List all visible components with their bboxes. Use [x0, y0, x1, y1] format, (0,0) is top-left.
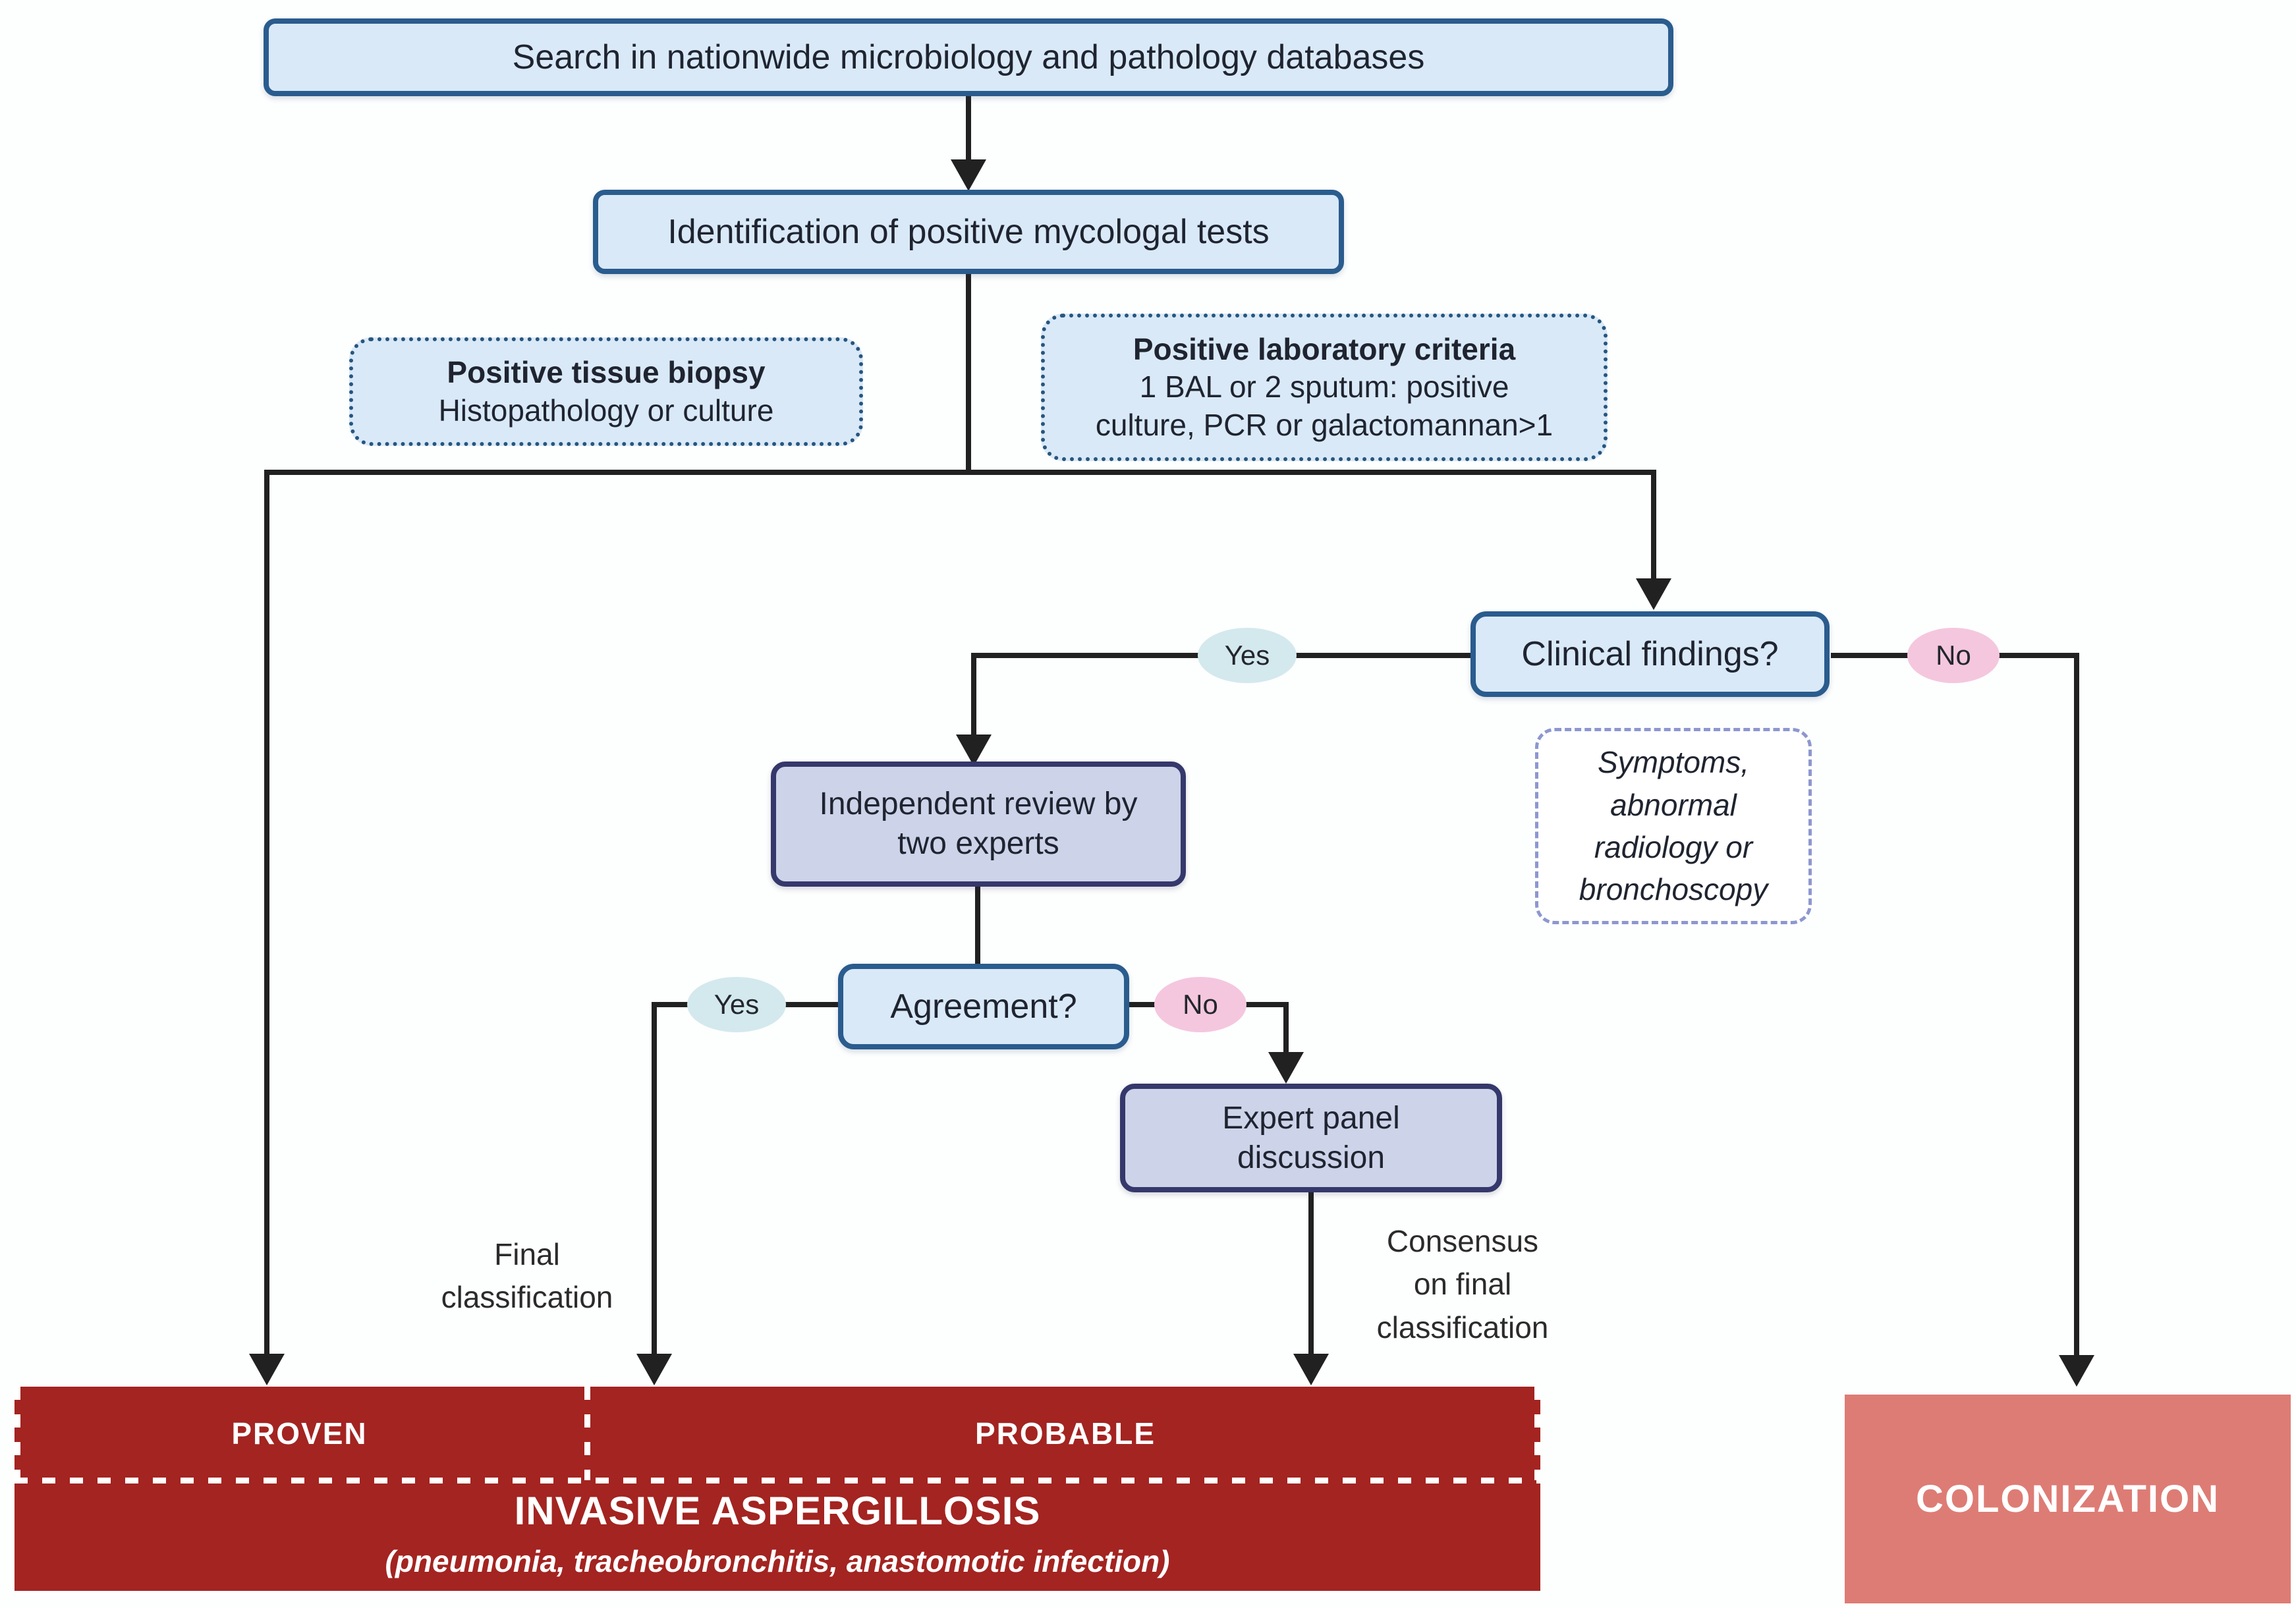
- consensus-line3: classification: [1376, 1310, 1549, 1345]
- proven-strip-left-dashes: [14, 1387, 20, 1480]
- connector-no-to-colonization: [2074, 653, 2079, 1356]
- symptoms-line2: abnormal: [1610, 787, 1737, 822]
- invasive-title-label: INVASIVE ASPERGILLOSIS: [514, 1488, 1041, 1533]
- lab-criteria-body-line1: 1 BAL or 2 sputum: positive: [1139, 370, 1509, 404]
- annotation-consensus: Consensus on final classification: [1311, 1220, 1614, 1349]
- node-search-label: Search in nationwide microbiology and pa…: [512, 38, 1425, 76]
- node-independent-review: Independent review by two experts: [771, 762, 1186, 887]
- connector-independent-to-agreement: [975, 887, 980, 966]
- connector-identification-to-junction: [966, 274, 971, 475]
- connector-junction-horizontal: [264, 470, 1656, 475]
- connector-yes-to-independent-review: [971, 653, 976, 737]
- consensus-line1: Consensus: [1386, 1224, 1539, 1258]
- note-symptoms: Symptoms, abnormal radiology or bronchos…: [1535, 728, 1812, 924]
- agreement-no-badge: No: [1154, 977, 1246, 1032]
- node-expert-panel: Expert panel discussion: [1120, 1084, 1502, 1192]
- symptoms-line4: bronchoscopy: [1579, 872, 1768, 907]
- final-classification-line1: Final: [494, 1237, 560, 1271]
- symptoms-line1: Symptoms,: [1597, 745, 1750, 780]
- node-clinical-findings: Clinical findings?: [1470, 611, 1830, 697]
- clinical-no-label: No: [1936, 640, 1971, 671]
- tissue-biopsy-title: Positive tissue biopsy: [447, 355, 766, 389]
- agreement-label: Agreement?: [890, 987, 1077, 1026]
- outcome-colonization: COLONIZATION: [1845, 1395, 2291, 1603]
- band-dotted-divider: [14, 1478, 1540, 1483]
- proven-probable-separator: [584, 1387, 590, 1480]
- outcome-probable: PROBABLE: [590, 1387, 1540, 1480]
- agreement-no-label: No: [1183, 989, 1218, 1020]
- connector-yes-to-probable: [652, 1002, 657, 1356]
- invasive-aspergillosis-subtitle: (pneumonia, tracheobronchitis, anastomot…: [14, 1541, 1540, 1581]
- invasive-subtitle-label: (pneumonia, tracheobronchitis, anastomot…: [385, 1544, 1170, 1578]
- final-classification-line2: classification: [441, 1280, 613, 1315]
- node-identification-tests: Identification of positive mycologal tes…: [593, 190, 1344, 274]
- consensus-line2: on final: [1413, 1267, 1512, 1302]
- expert-panel-line2: discussion: [1237, 1140, 1386, 1175]
- expert-panel-line1: Expert panel: [1222, 1100, 1400, 1136]
- clinical-yes-badge: Yes: [1198, 628, 1297, 683]
- node-search-databases: Search in nationwide microbiology and pa…: [264, 18, 1673, 96]
- arrowhead-into-colonization: [2059, 1355, 2094, 1387]
- independent-review-line1: Independent review by: [819, 787, 1138, 821]
- lab-criteria-body-line2: culture, PCR or galactomannan>1: [1095, 407, 1554, 442]
- clinical-no-badge: No: [1907, 628, 2000, 683]
- tissue-biopsy-body: Histopathology or culture: [438, 393, 774, 428]
- node-agreement: Agreement?: [838, 964, 1129, 1049]
- proven-label: PROVEN: [231, 1416, 368, 1451]
- arrowhead-into-proven: [249, 1354, 285, 1385]
- agreement-yes-badge: Yes: [687, 977, 786, 1032]
- invasive-aspergillosis-title: INVASIVE ASPERGILLOSIS: [14, 1487, 1540, 1534]
- arrowhead-into-independent-review: [956, 735, 992, 766]
- symptoms-line3: radiology or: [1594, 830, 1753, 864]
- connector-junction-to-clinical: [1651, 470, 1656, 582]
- node-identification-label: Identification of positive mycologal tes…: [667, 212, 1270, 251]
- clinical-findings-label: Clinical findings?: [1521, 634, 1779, 673]
- agreement-yes-label: Yes: [714, 989, 760, 1020]
- proven-strip-right-dashes: [1534, 1387, 1540, 1480]
- clinical-yes-label: Yes: [1224, 640, 1270, 671]
- connector-junction-to-proven: [264, 470, 269, 1356]
- lab-criteria-title: Positive laboratory criteria: [1133, 331, 1516, 366]
- arrowhead-into-clinical-findings: [1636, 578, 1671, 610]
- annotation-final-classification: Final classification: [369, 1233, 685, 1319]
- arrowhead-into-identification: [951, 159, 986, 191]
- band-invasive-aspergillosis: [14, 1387, 1540, 1591]
- colonization-label: COLONIZATION: [1915, 1478, 2220, 1520]
- node-lab-criteria: Positive laboratory criteria 1 BAL or 2 …: [1041, 314, 1608, 461]
- independent-review-line2: two experts: [897, 826, 1059, 861]
- probable-label: PROBABLE: [974, 1416, 1156, 1451]
- arrowhead-into-probable-left: [636, 1354, 672, 1385]
- connector-expert-to-probable: [1308, 1192, 1314, 1356]
- node-tissue-biopsy: Positive tissue biopsy Histopathology or…: [349, 337, 863, 446]
- arrowhead-into-probable-right: [1293, 1354, 1329, 1385]
- outcome-proven: PROVEN: [14, 1387, 584, 1480]
- connector-no-to-expert-panel: [1283, 1002, 1289, 1056]
- arrowhead-into-expert-panel: [1268, 1052, 1304, 1084]
- connector-search-to-identification: [966, 96, 971, 165]
